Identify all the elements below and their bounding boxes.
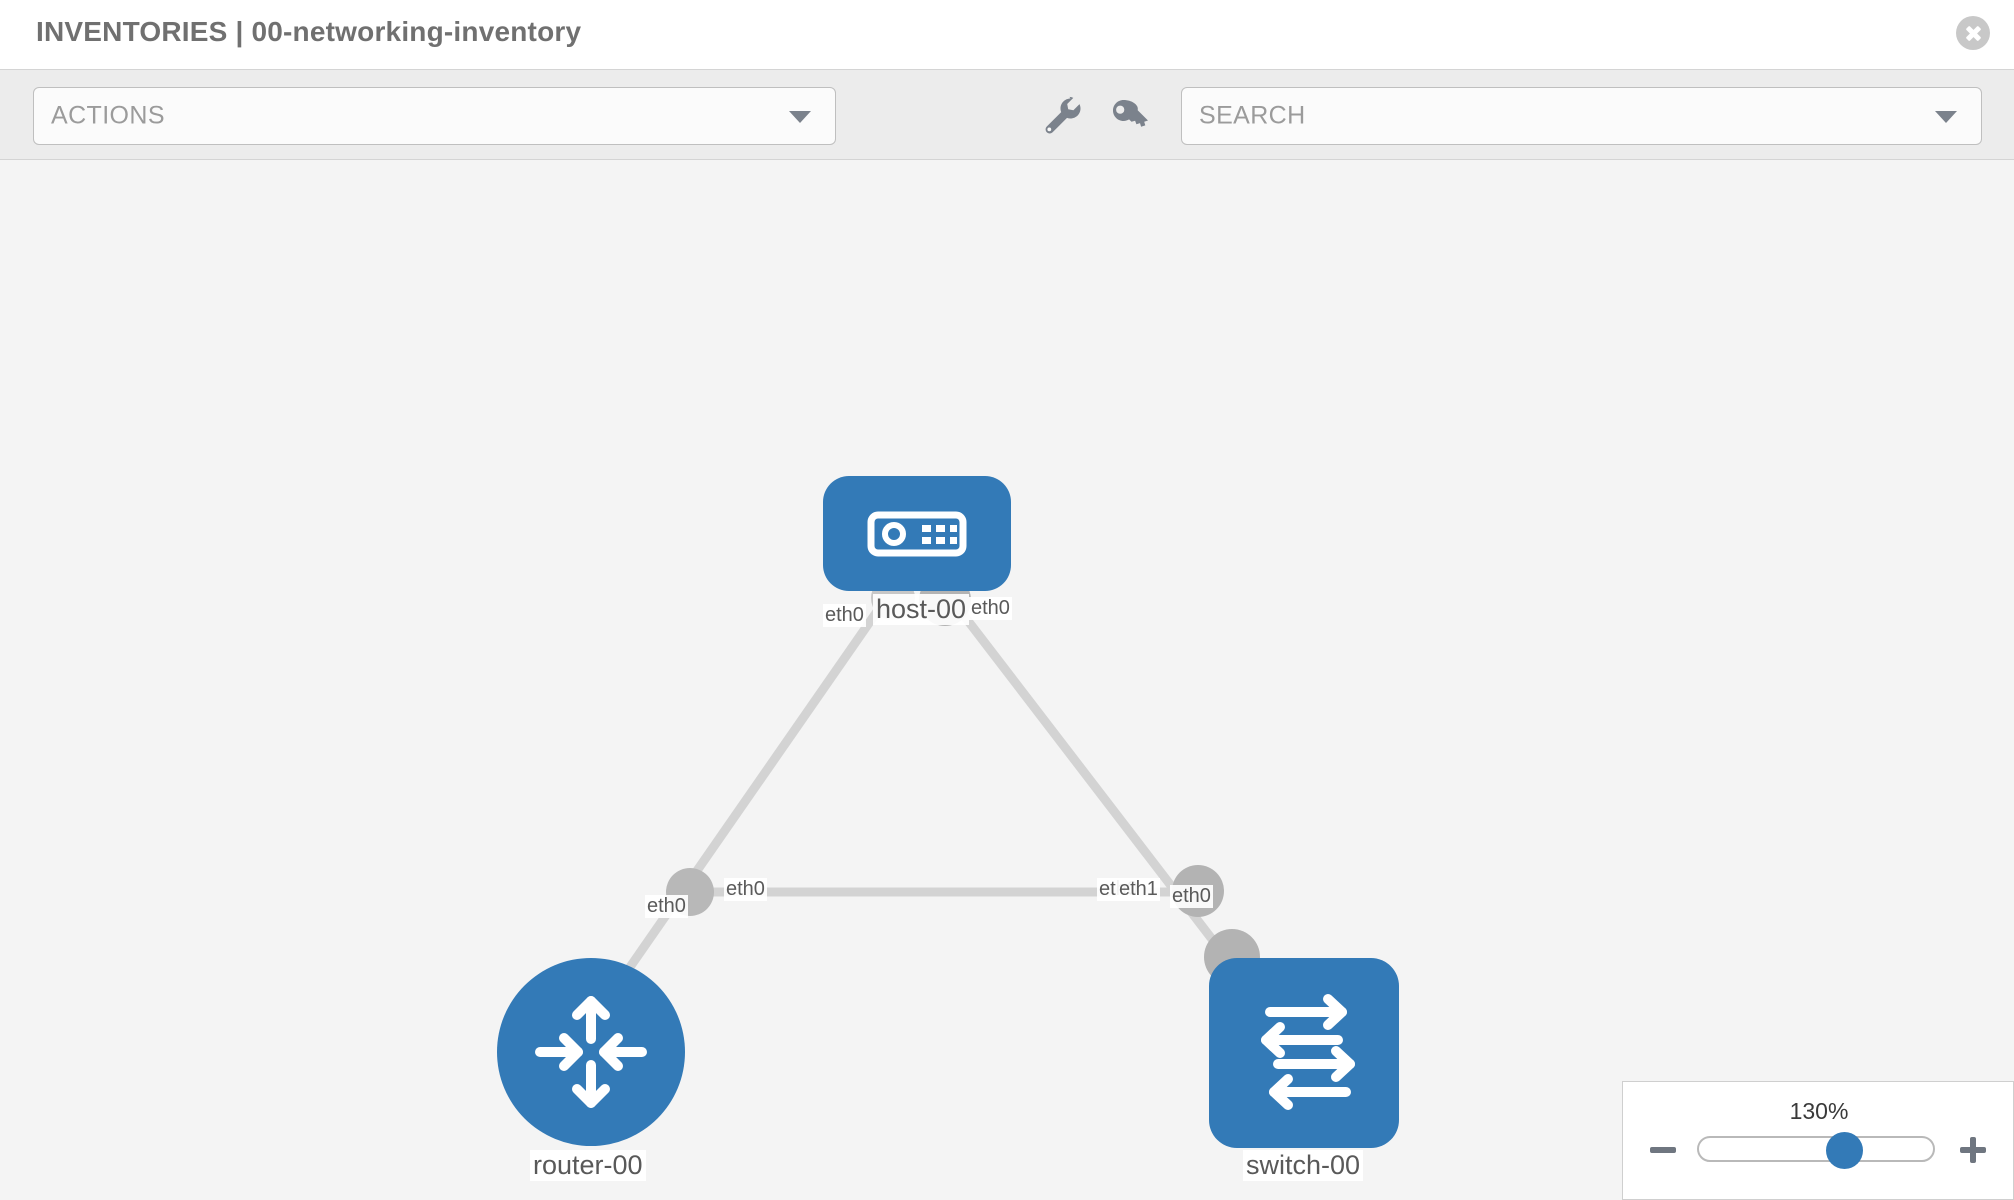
plus-icon[interactable] [1959, 1136, 1987, 1164]
minus-icon[interactable] [1649, 1136, 1677, 1164]
page-header: INVENTORIES | 00-networking-inventory [0, 0, 2014, 69]
wrench-icon[interactable] [1037, 92, 1085, 140]
node-label-host-00: host-00 [873, 594, 970, 625]
iface-label-host-left: eth0 [823, 604, 866, 627]
actions-dropdown[interactable]: ACTIONS [33, 87, 836, 145]
iface-label-switch-up: eth0 [1170, 885, 1213, 908]
router-arrows-icon [535, 996, 647, 1108]
chevron-down-icon [789, 111, 811, 123]
switch-node-shape[interactable] [1209, 958, 1399, 1148]
search-input[interactable]: SEARCH [1181, 87, 1982, 145]
router-node-shape[interactable] [497, 958, 685, 1146]
actions-dropdown-label: ACTIONS [51, 101, 165, 130]
search-placeholder-label: SEARCH [1199, 101, 1306, 130]
topology-canvas[interactable]: host-00 eth0 eth0 router-00 eth0 eth0 [0, 160, 2014, 1200]
iface-label-router-up: eth0 [645, 895, 688, 918]
zoom-slider[interactable] [1697, 1132, 1935, 1169]
node-label-router-00: router-00 [530, 1150, 646, 1181]
server-icon [867, 511, 967, 556]
chevron-down-icon [1935, 111, 1957, 123]
iface-label-router-right: eth0 [724, 878, 767, 901]
node-label-switch-00: switch-00 [1243, 1150, 1364, 1181]
iface-label-switch-left: eth1 [1117, 878, 1160, 901]
host-node-shape[interactable] [823, 476, 1011, 591]
zoom-level-label: 130% [1789, 1098, 1849, 1124]
topology-edges [624, 574, 1260, 985]
close-icon[interactable] [1956, 16, 1990, 50]
toolbar: ACTIONS SEARCH [0, 69, 2014, 160]
switch-arrows-icon [1261, 994, 1355, 1110]
zoom-control-panel: 130% [1622, 1081, 2014, 1200]
zoom-slider-thumb[interactable] [1826, 1132, 1864, 1169]
iface-label-host-right: eth0 [969, 597, 1012, 620]
key-icon[interactable] [1106, 92, 1154, 140]
page-title: INVENTORIES | 00-networking-inventory [36, 16, 582, 47]
